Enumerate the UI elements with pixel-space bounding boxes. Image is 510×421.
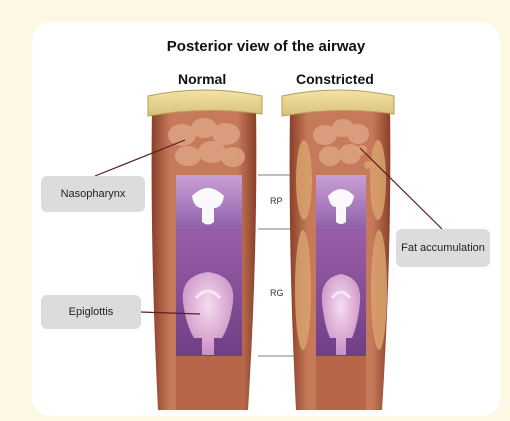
figure-title: Posterior view of the airway [32, 38, 500, 55]
panel-label-constricted: Constricted [296, 71, 374, 87]
callout-epiglottis-text: Epiglottis [69, 306, 114, 319]
callout-fat-text: Fat accumulation [401, 242, 485, 255]
panel-label-normal: Normal [178, 71, 226, 87]
region-label-rg: RG [270, 288, 284, 298]
region-label-rp: RP [270, 196, 283, 206]
callout-fat-accumulation: Fat accumulation [396, 229, 490, 267]
callout-nasopharynx: Nasopharynx [41, 176, 145, 212]
callout-epiglottis: Epiglottis [41, 295, 141, 329]
constricted-airway [282, 90, 394, 410]
callout-nasopharynx-text: Nasopharynx [61, 188, 126, 201]
normal-airway [148, 90, 262, 410]
